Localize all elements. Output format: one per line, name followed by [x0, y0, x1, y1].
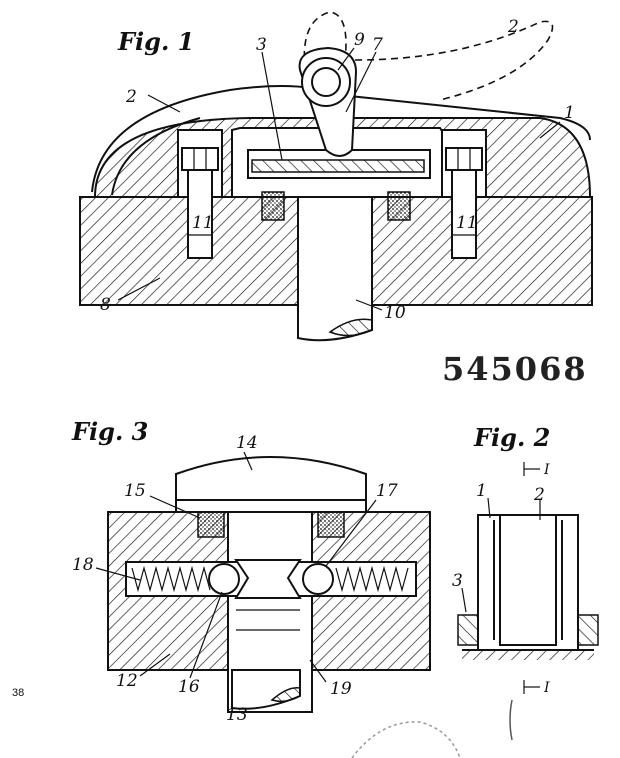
leader-3 — [261, 51, 283, 161]
cap-14 — [175, 456, 367, 501]
fig2-spring-3-right — [577, 614, 599, 646]
fig2-base — [462, 650, 594, 660]
leader-fig2-1 — [487, 497, 491, 519]
spring-18-right — [335, 565, 409, 593]
section-label-bottom: I — [543, 680, 550, 696]
cap-14-base — [175, 499, 367, 513]
leader-2 — [147, 94, 181, 113]
pin-9-inner — [311, 67, 341, 97]
label-18: 18 — [72, 555, 94, 575]
ball-16 — [208, 563, 240, 595]
leader-19 — [309, 659, 327, 683]
fig1-title: Fig. 1 — [117, 27, 194, 56]
shaft-10-break — [328, 318, 373, 337]
leader-12 — [139, 653, 171, 677]
patent-number: 545068 — [442, 350, 588, 388]
label-17: 17 — [376, 481, 398, 501]
label-1: 1 — [564, 103, 575, 123]
lever-2-outline — [91, 85, 591, 193]
figure-2: Fig. 2 I 1 2 3 I — [452, 423, 599, 696]
label-15: 15 — [124, 481, 146, 501]
fig2-title: Fig. 2 — [473, 423, 550, 452]
label-19: 19 — [330, 679, 352, 699]
lever-2-alternate-position — [303, 11, 554, 101]
label-2: 2 — [125, 87, 137, 107]
leader-9 — [337, 47, 355, 71]
packing-block-right — [387, 191, 411, 221]
screw-11-right — [441, 129, 487, 259]
label-11-left: 11 — [192, 213, 214, 233]
office-seal-stamp — [351, 721, 461, 758]
label-12: 12 — [116, 671, 138, 691]
leader-7 — [345, 51, 377, 113]
leader-17 — [325, 499, 377, 567]
leader-18 — [95, 567, 141, 581]
fig2-spring-3-left — [457, 614, 479, 646]
figure-3: Fig. 3 — [71, 417, 431, 725]
fig2-label-3: 3 — [452, 571, 463, 591]
shaft-13-break — [270, 687, 301, 703]
shaft-13-groove — [234, 559, 302, 599]
spring-18-left — [131, 565, 211, 593]
leader-8 — [117, 277, 161, 301]
lever-2-inner — [111, 117, 201, 196]
label-9: 9 — [354, 30, 365, 50]
leader-1 — [539, 121, 561, 139]
fig3-title: Fig. 3 — [71, 417, 148, 446]
leader-fig2-3 — [461, 587, 467, 613]
section-label-top: I — [543, 462, 550, 478]
label-13: 13 — [226, 705, 248, 725]
label-3: 3 — [256, 35, 267, 55]
label-14: 14 — [236, 433, 258, 453]
leader-16 — [189, 591, 223, 679]
label-11-right: 11 — [456, 213, 478, 233]
label-16: 16 — [178, 677, 200, 697]
fig2-label-1: 1 — [476, 481, 487, 501]
label-7: 7 — [372, 35, 383, 55]
page-number: 38 — [12, 687, 24, 699]
screw-11-left — [177, 129, 223, 259]
fig2-lever-2 — [499, 514, 557, 646]
label-2-dashed: 2 — [507, 17, 519, 37]
ball-17 — [302, 563, 334, 595]
figure-1: Fig. 1 — [79, 11, 593, 342]
leader-14 — [243, 451, 253, 471]
spring-plate-3 — [251, 159, 425, 173]
leader-15 — [149, 495, 201, 519]
label-8: 8 — [100, 295, 111, 315]
leader-10 — [355, 299, 383, 311]
fig2-label-2: 2 — [533, 485, 545, 505]
label-10: 10 — [384, 303, 406, 323]
packing-block-left — [261, 191, 285, 221]
pencil-mark — [509, 699, 513, 741]
